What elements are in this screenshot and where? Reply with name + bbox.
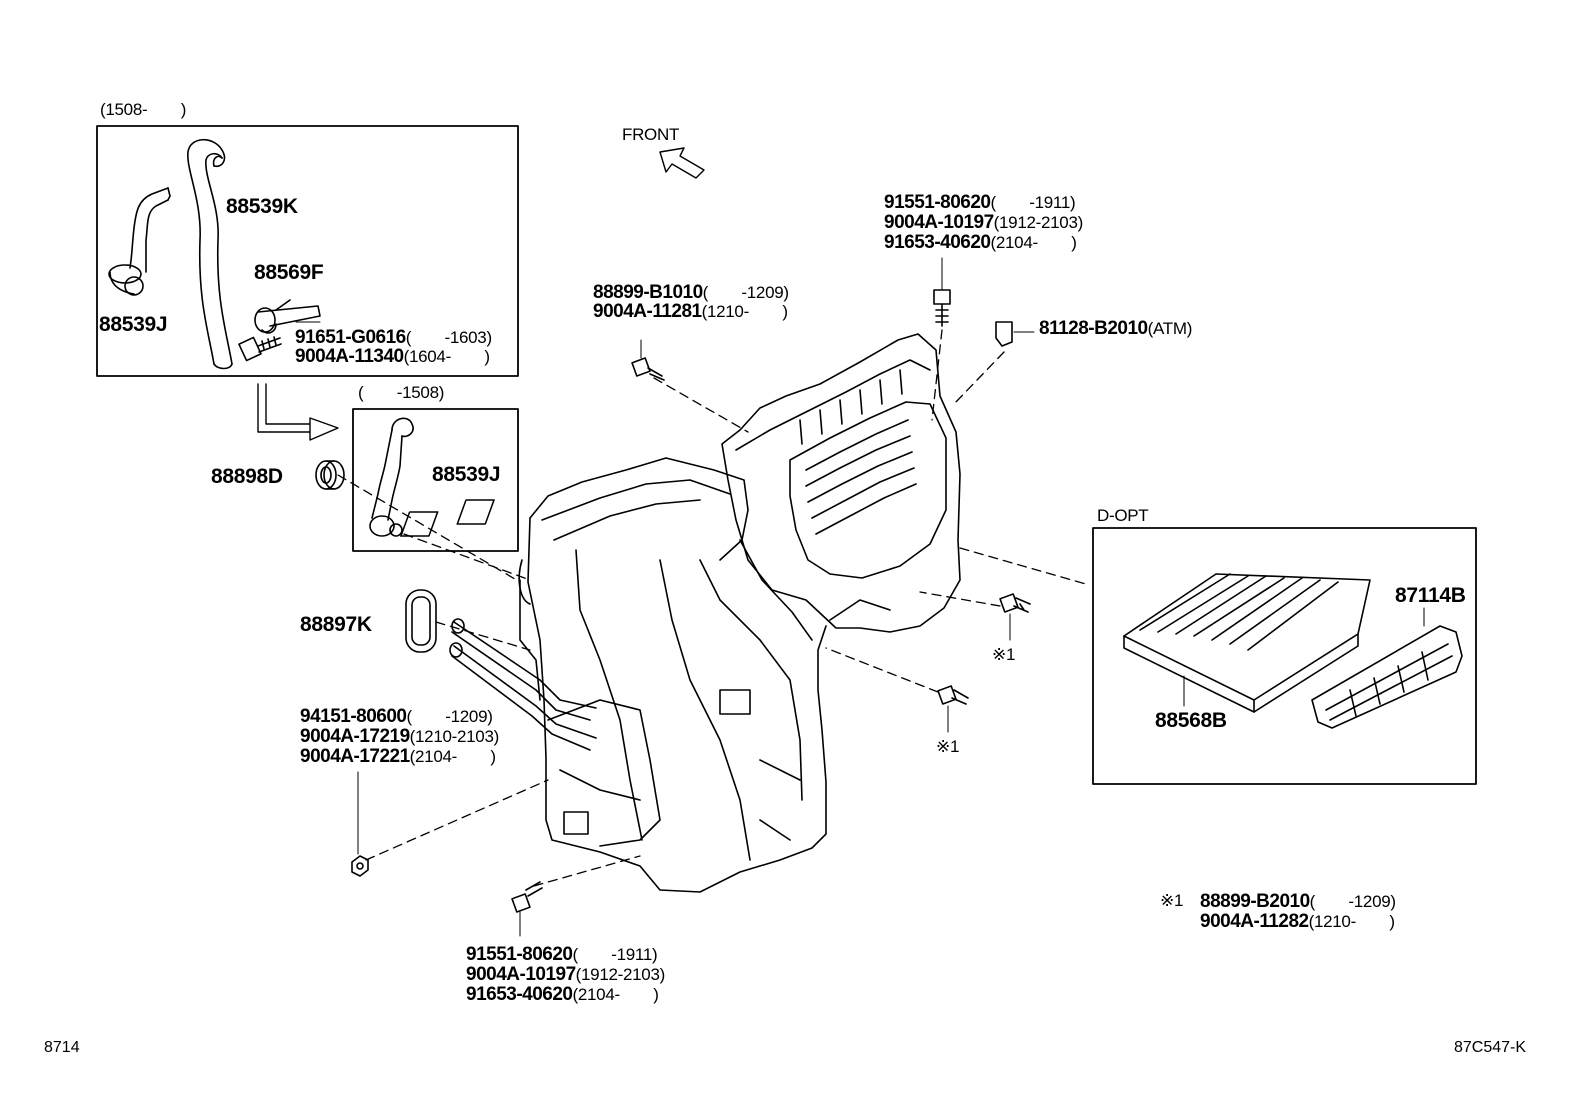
part-number: 81128-B2010 xyxy=(1039,318,1148,339)
mark1-upper: ※1 xyxy=(992,645,1016,664)
part-number: 88899-B2010 xyxy=(1200,891,1310,912)
footnote-mark: ※1 xyxy=(1160,891,1184,910)
bolt-box-a-drawing xyxy=(238,336,282,362)
label-87114b: 87114B xyxy=(1395,584,1466,607)
label-88539j-a: 88539J xyxy=(99,313,168,336)
part-number: 91551-80620 xyxy=(466,944,573,965)
grommet-88898d-drawing xyxy=(315,460,345,490)
bolt-mark1-lower-drawing xyxy=(937,685,969,733)
heater-unit-drawing xyxy=(400,333,961,893)
date-range: (1210-2103) xyxy=(409,727,500,746)
front-arrow xyxy=(659,147,705,179)
part-number: 9004A-11281 xyxy=(593,301,702,322)
dashed-leaders xyxy=(337,329,1087,887)
part-number: 9004A-17221 xyxy=(300,746,410,767)
date-range: (2104- ) xyxy=(409,747,496,766)
front-label: FRONT xyxy=(622,125,680,144)
date-range: (1912-2103) xyxy=(575,965,666,984)
date-range: ( -1209) xyxy=(1309,892,1396,911)
label-88539j-b: 88539J xyxy=(432,463,501,486)
date-range: (2104- ) xyxy=(990,233,1077,252)
footer-left-code: 8714 xyxy=(44,1039,80,1056)
part-number: 91651-G0616 xyxy=(295,327,406,348)
part-number: 88899-B1010 xyxy=(593,282,703,303)
bolt-bottom-drawing xyxy=(511,881,543,937)
d-opt-title: D-OPT xyxy=(1097,506,1149,525)
part-number: 91653-40620 xyxy=(884,232,991,253)
date-range: (1912-2103) xyxy=(993,213,1084,232)
clip-range: (ATM) xyxy=(1147,319,1193,338)
part-number: 9004A-10197 xyxy=(884,212,994,233)
hose-88539j-a-drawing xyxy=(108,187,171,296)
part-number: 94151-80600 xyxy=(300,706,407,727)
part-number: 9004A-11340 xyxy=(295,346,404,367)
bolt-top-center-drawing xyxy=(933,257,951,327)
clip-callout: 81128-B2010(ATM) xyxy=(1039,319,1192,338)
clip-drawing xyxy=(995,321,1035,347)
cover-87114b-drawing xyxy=(1311,607,1463,729)
mark1-lower: ※1 xyxy=(936,737,960,756)
box-a-range: (1508- ) xyxy=(100,100,187,119)
date-range: ( -1911) xyxy=(990,193,1076,212)
part-number: 91551-80620 xyxy=(884,192,991,213)
part-number: 9004A-17219 xyxy=(300,726,410,747)
part-number: 9004A-11282 xyxy=(1200,911,1309,932)
box-b-range: ( -1508) xyxy=(358,383,445,402)
screw-top-left-drawing xyxy=(631,339,665,381)
box-b-frame xyxy=(352,408,519,552)
date-range: (2104- ) xyxy=(572,985,659,1004)
transition-arrow xyxy=(257,383,339,441)
filter-88568b-drawing xyxy=(1123,573,1371,713)
clamp-88569f-drawing xyxy=(254,299,321,334)
date-range: ( -1911) xyxy=(572,945,658,964)
hose-88539j-b-drawing xyxy=(369,417,414,537)
bolt-mark1-upper-drawing xyxy=(999,593,1031,641)
date-range: (1210- ) xyxy=(1308,912,1395,931)
label-88569f: 88569F xyxy=(254,261,324,284)
date-range: (1604- ) xyxy=(403,347,490,366)
date-range: ( -1603) xyxy=(405,328,492,347)
label-88897k: 88897K xyxy=(300,613,372,636)
d-opt-frame xyxy=(1092,527,1477,785)
label-88568b: 88568B xyxy=(1155,709,1227,732)
hose-88539k-drawing xyxy=(187,138,233,370)
label-88539k: 88539K xyxy=(226,195,298,218)
date-range: ( -1209) xyxy=(702,283,789,302)
part-number: 91653-40620 xyxy=(466,984,573,1005)
part-number: 9004A-10197 xyxy=(466,964,576,985)
date-range: ( -1209) xyxy=(406,707,493,726)
footer-right-code: 87C547-K xyxy=(1454,1039,1527,1056)
label-88898d: 88898D xyxy=(211,465,283,488)
seal-88897k-drawing xyxy=(405,589,437,653)
box-a-frame xyxy=(96,125,519,377)
nut-left-drawing xyxy=(351,771,369,877)
date-range: (1210- ) xyxy=(701,302,788,321)
